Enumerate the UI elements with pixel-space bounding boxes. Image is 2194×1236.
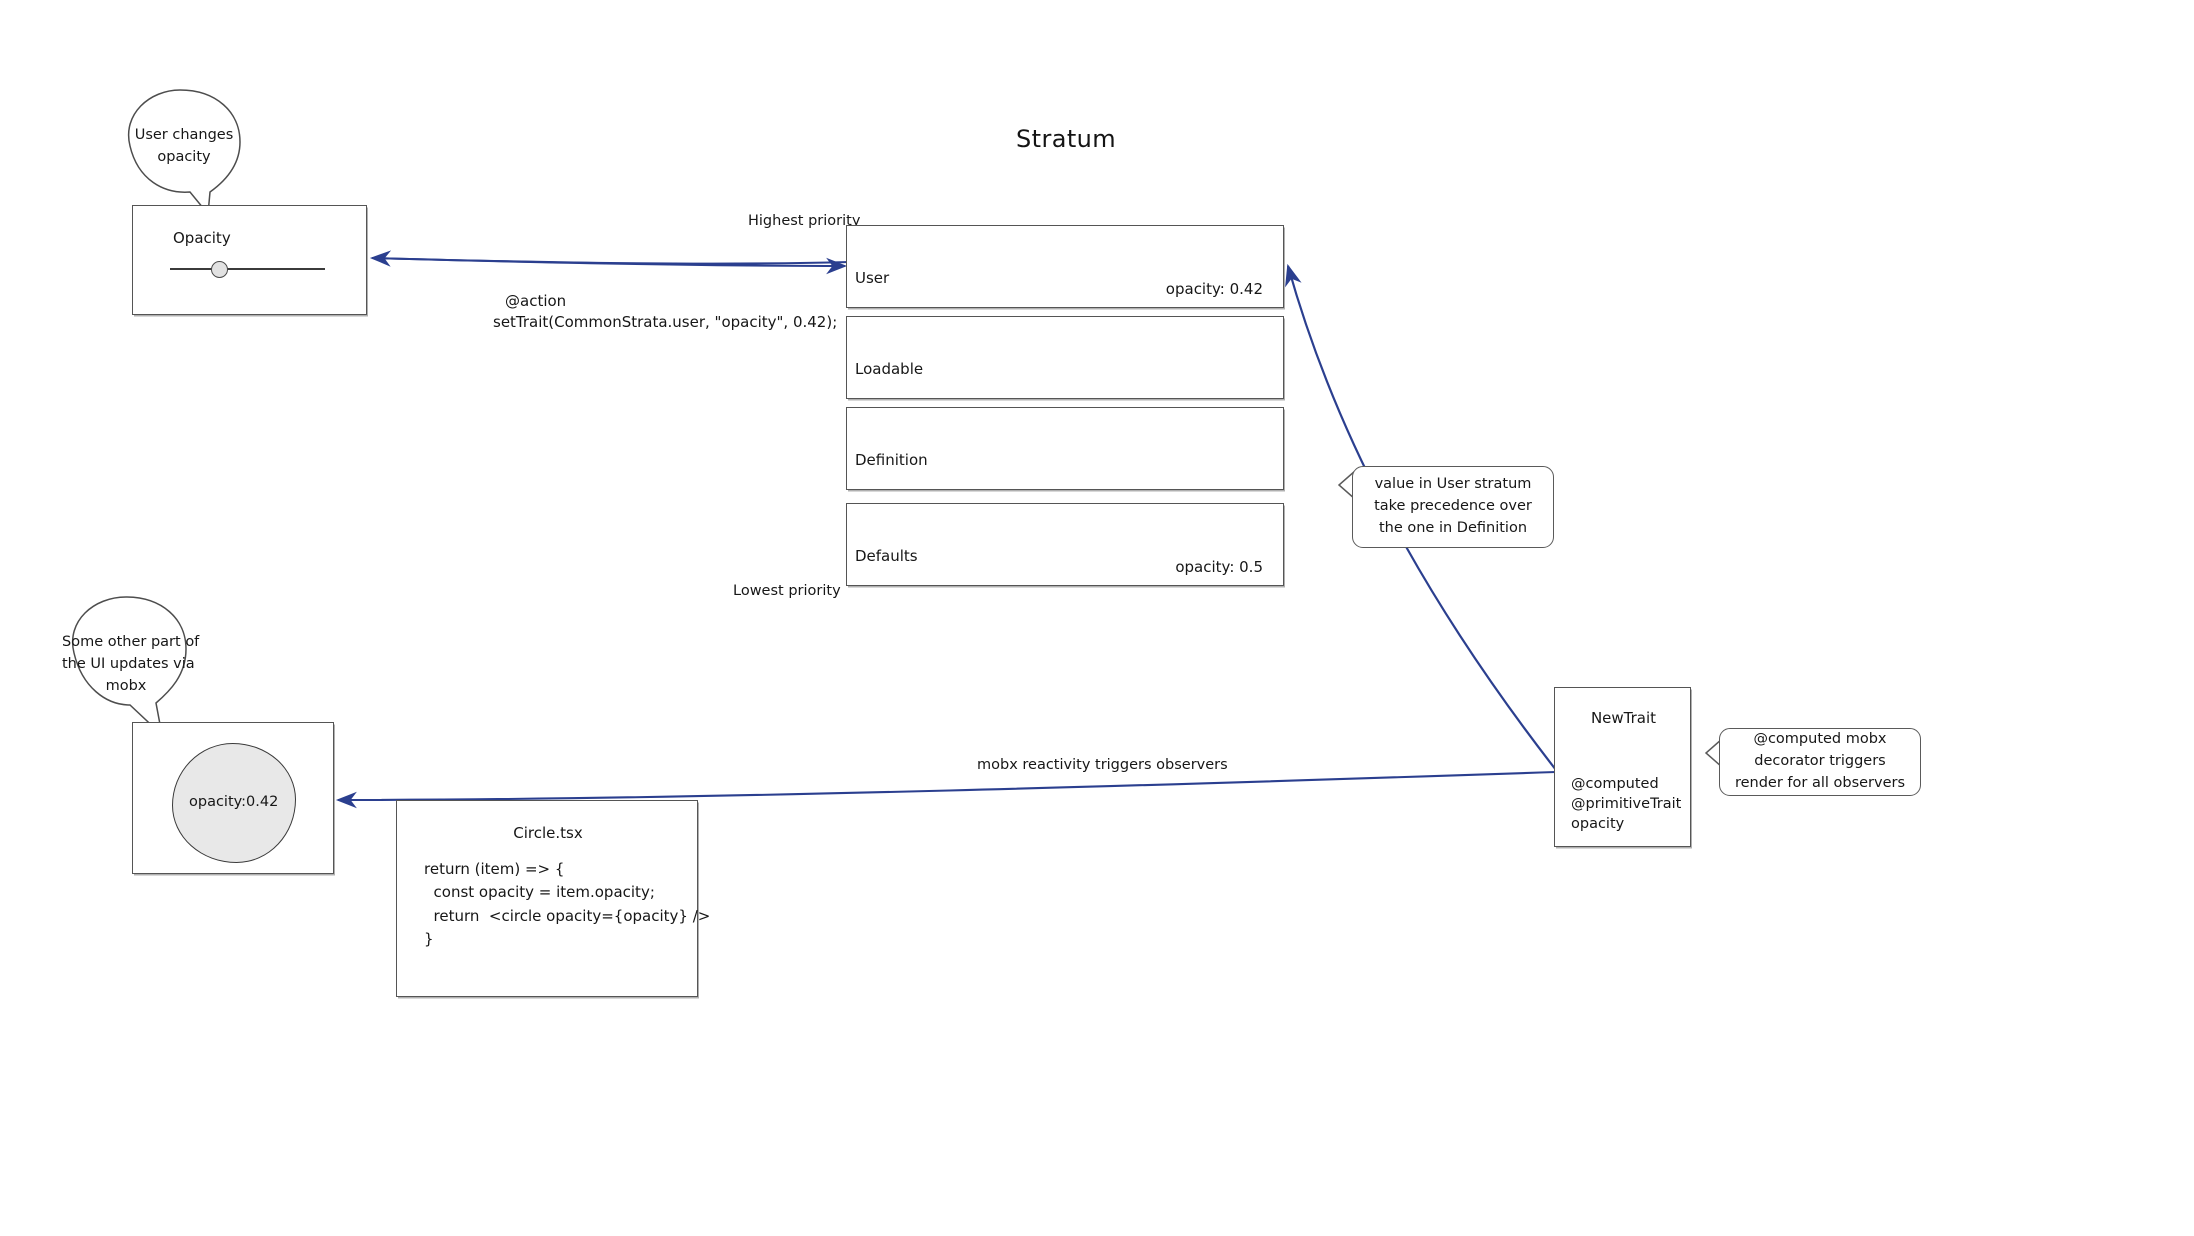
circle-tsx-title: Circle.tsx — [513, 824, 583, 842]
opacity-panel-label: Opacity — [173, 229, 231, 247]
arrow-user-to-opacity-panel — [369, 250, 851, 267]
circle-tsx-panel: Circle.tsx return (item) => { const opac… — [396, 800, 710, 997]
newtrait-property-opacity: opacity — [1571, 816, 1625, 832]
stratum-box-defaults[interactable]: Defaults opacity: 0.5 — [846, 503, 1284, 586]
page-title: Stratum — [1016, 125, 1117, 153]
callout-computed-tail — [1705, 738, 1722, 768]
stratum-name-definition: Definition — [855, 451, 928, 469]
callout-computed-text: @computed mobx decorator triggers render… — [1734, 731, 1906, 791]
speech-bubble-user-changes — [127, 89, 241, 216]
edge-label-mobx-reactivity: mobx reactivity triggers observers — [977, 757, 1228, 773]
callout-precedence: value in User stratum take precedence ov… — [1352, 466, 1554, 548]
callout-precedence-text: value in User stratum take precedence ov… — [1374, 476, 1532, 536]
stratum-value-defaults: opacity: 0.5 — [1175, 558, 1263, 576]
arrow-opacity-panel-to-user — [371, 256, 848, 275]
stratum-name-defaults: Defaults — [855, 547, 918, 565]
speech-bubble-user-changes-text: User changes opacity — [134, 127, 234, 165]
stratum-name-user: User — [855, 269, 890, 287]
action-code-line1: @action — [505, 292, 567, 310]
action-code-line2: setTrait(CommonStrata.user, "opacity", 0… — [493, 313, 838, 331]
opacity-panel[interactable]: Opacity — [132, 205, 367, 315]
circle-tsx-code: return (item) => { const opacity = item.… — [424, 860, 711, 948]
callout-computed: @computed mobx decorator triggers render… — [1719, 728, 1921, 796]
rendered-circle-label: opacity:0.42 — [189, 794, 279, 810]
highest-priority-label: Highest priority — [748, 213, 861, 229]
speech-bubble-ui-updates — [71, 596, 187, 738]
arrow-newtrait-to-circle — [335, 770, 1557, 809]
stratum-box-definition[interactable]: Definition — [846, 407, 1284, 490]
opacity-slider-knob[interactable] — [211, 261, 228, 278]
stratum-box-loadable[interactable]: Loadable — [846, 316, 1284, 399]
newtrait-title: NewTrait — [1590, 709, 1657, 727]
lowest-priority-label: Lowest priority — [733, 583, 841, 599]
stratum-box-user[interactable]: User opacity: 0.42 — [846, 225, 1284, 308]
newtrait-decorator-primitivetrait: @primitiveTrait — [1571, 796, 1682, 812]
stratum-value-user: opacity: 0.42 — [1165, 280, 1263, 298]
render-output-panel: opacity:0.42 — [132, 722, 334, 874]
callout-precedence-tail — [1338, 470, 1355, 500]
opacity-slider-track[interactable] — [170, 268, 325, 270]
newtrait-box[interactable]: NewTrait @computed @primitiveTrait opaci… — [1554, 687, 1691, 847]
speech-bubble-ui-updates-text: Some other part of the UI updates via mo… — [62, 634, 200, 694]
stratum-name-loadable: Loadable — [855, 360, 924, 378]
newtrait-decorator-computed: @computed — [1571, 776, 1659, 792]
rendered-circle — [172, 743, 296, 863]
